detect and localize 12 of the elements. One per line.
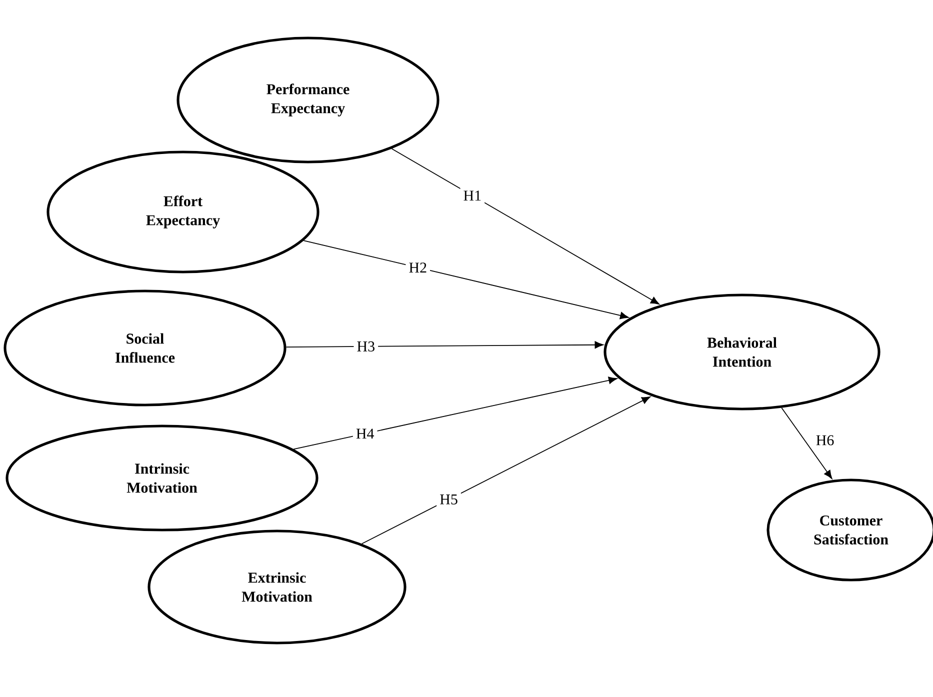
arrow bbox=[391, 148, 660, 304]
edge-label: H3 bbox=[354, 338, 378, 354]
arrow bbox=[303, 240, 629, 320]
arrow bbox=[293, 376, 618, 450]
edge-label: H1 bbox=[460, 188, 485, 204]
edge-label: H2 bbox=[406, 260, 430, 276]
arrow bbox=[361, 396, 650, 544]
arrow bbox=[781, 407, 832, 479]
edge-label: H6 bbox=[816, 435, 834, 446]
edge-label: H5 bbox=[436, 491, 461, 508]
edge-label: H4 bbox=[352, 426, 378, 442]
arrow bbox=[286, 341, 604, 348]
